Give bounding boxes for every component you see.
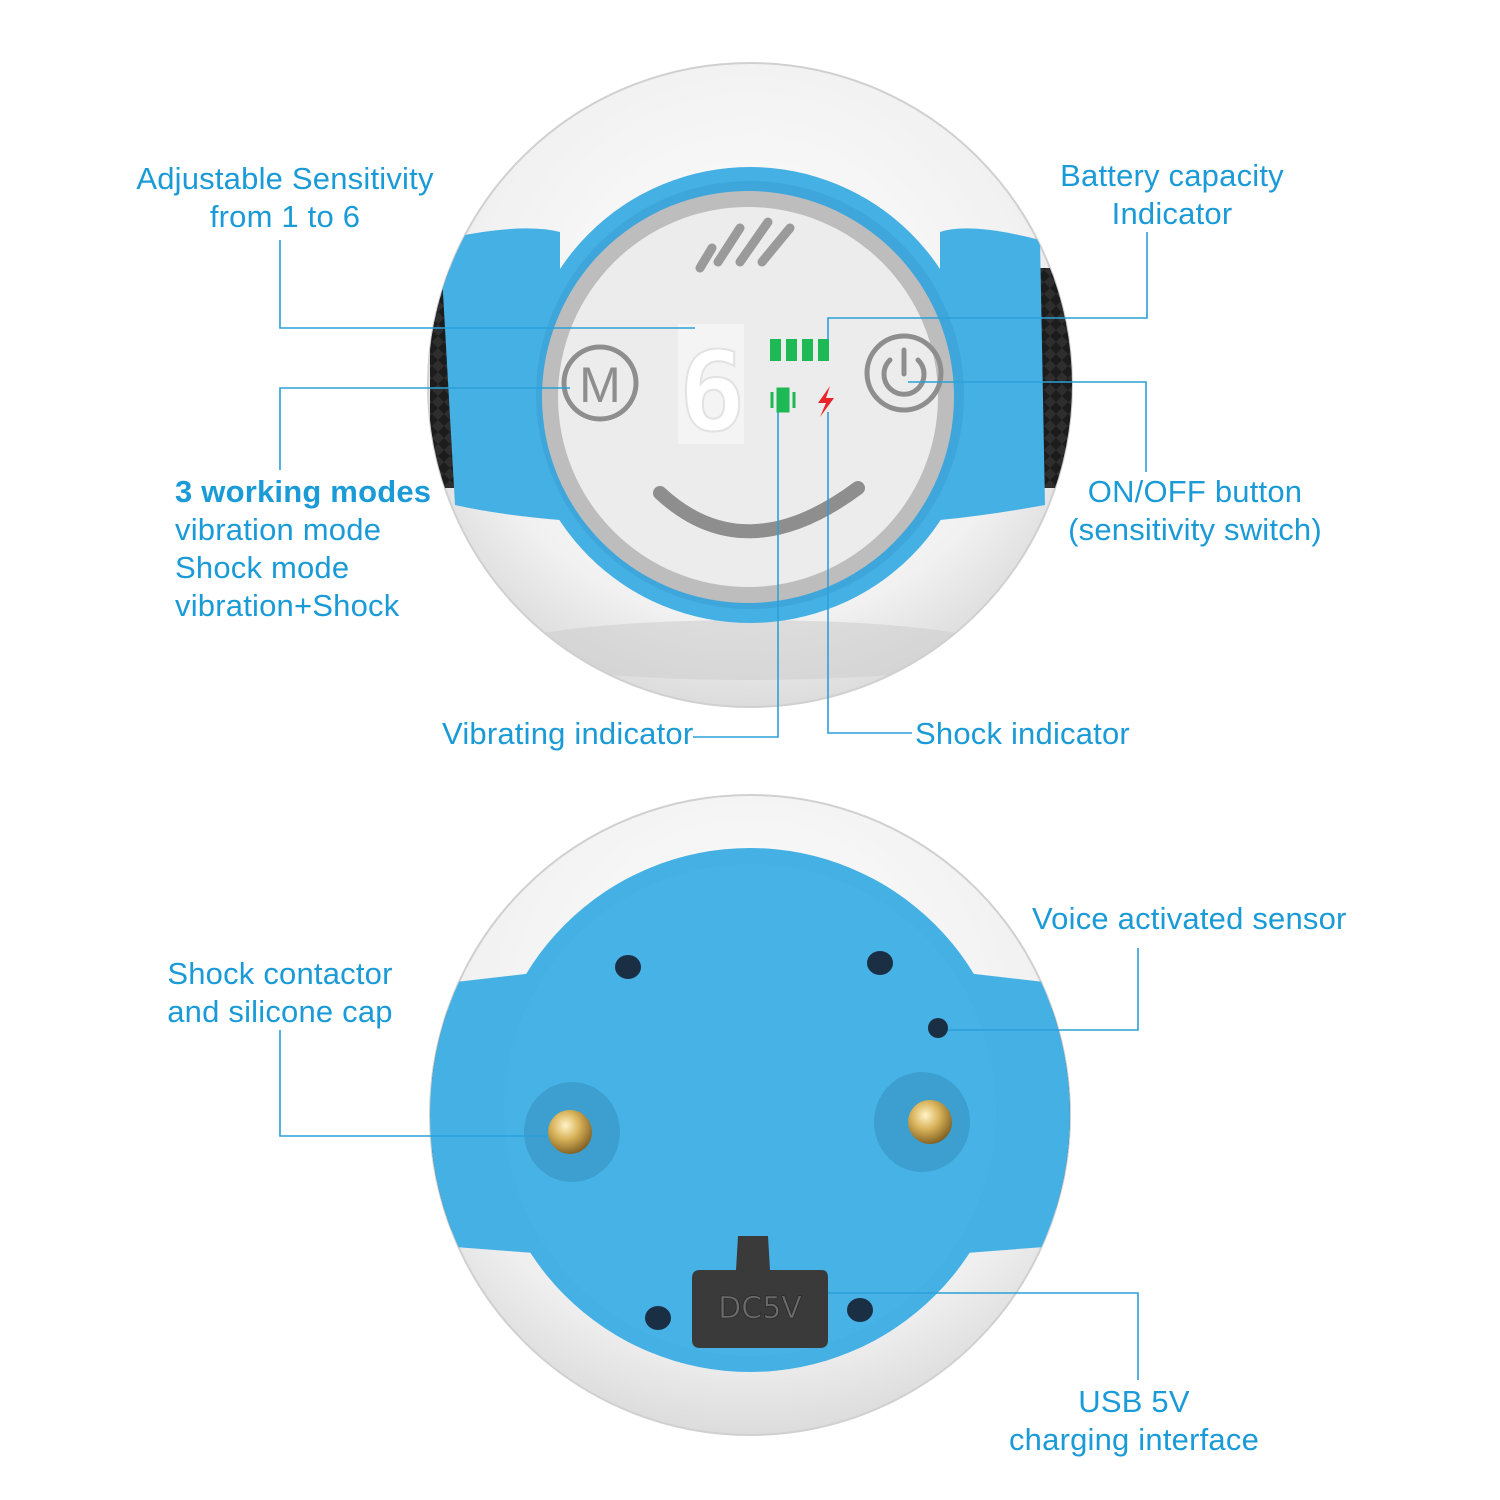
- label-contactor-line2: and silicone cap: [167, 994, 393, 1029]
- label-usb: USB 5V charging interface: [1000, 1383, 1268, 1459]
- leader-sensitivity: [279, 240, 695, 329]
- leader-voice: [948, 948, 1139, 1031]
- battery-bar: [818, 339, 829, 361]
- power-icon: [881, 347, 927, 397]
- vibration-icon: [770, 387, 796, 413]
- label-onoff: ON/OFF button (sensitivity switch): [1050, 473, 1340, 549]
- label-sensitivity: Adjustable Sensitivity from 1 to 6: [130, 160, 440, 236]
- lightning-icon: [818, 386, 834, 417]
- voice-sensor-hole: [928, 1018, 948, 1038]
- mode-button[interactable]: M: [561, 344, 639, 422]
- label-sensitivity-line2: from 1 to 6: [209, 199, 361, 234]
- back-photo: DC5V: [429, 794, 1071, 1436]
- label-battery-line2: Indicator: [1111, 196, 1233, 231]
- leader-shock: [827, 412, 912, 734]
- battery-bar: [786, 339, 797, 361]
- logo-marks: [695, 217, 795, 273]
- label-contactor: Shock contactor and silicone cap: [150, 955, 410, 1031]
- shock-contactor-right: [908, 1100, 952, 1144]
- leader-vibrating: [693, 412, 779, 738]
- mode-button-letter: M: [579, 357, 621, 413]
- label-onoff-line1: ON/OFF button: [1087, 474, 1303, 509]
- leader-lines: [279, 232, 1148, 1380]
- label-contactor-line1: Shock contactor: [167, 956, 393, 991]
- battery-bar: [802, 339, 813, 361]
- label-modes-line1: vibration mode: [175, 512, 382, 547]
- shock-contactor-left: [548, 1110, 592, 1154]
- leader-modes: [279, 387, 570, 470]
- label-modes-line2: Shock mode: [175, 550, 350, 585]
- leader-usb: [828, 1292, 1139, 1380]
- leader-contactor: [279, 1030, 548, 1137]
- label-modes-title: 3 working modes: [175, 474, 432, 509]
- battery-indicator: [770, 339, 829, 361]
- label-battery: Battery capacity Indicator: [1042, 157, 1302, 233]
- label-modes: 3 working modes vibration mode Shock mod…: [175, 473, 431, 625]
- label-shock: Shock indicator: [915, 716, 1130, 751]
- front-photo: M 6: [427, 62, 1073, 708]
- power-button[interactable]: [864, 333, 944, 413]
- label-usb-line1: USB 5V: [1078, 1384, 1190, 1419]
- screw-holes: [615, 951, 893, 1330]
- label-vibrating: Vibrating indicator: [442, 716, 694, 751]
- label-onoff-line2: (sensitivity switch): [1068, 512, 1322, 547]
- label-modes-line3: vibration+Shock: [175, 588, 400, 623]
- label-usb-line2: charging interface: [1008, 1422, 1260, 1457]
- label-voice: Voice activated sensor: [1032, 901, 1347, 936]
- label-battery-line1: Battery capacity: [1060, 158, 1284, 193]
- smile-arc: [653, 481, 865, 539]
- port-label: DC5V: [718, 1291, 802, 1326]
- sensitivity-digit: 6: [679, 328, 745, 456]
- leader-battery: [827, 232, 1148, 340]
- usb-port-cover: DC5V: [692, 1236, 828, 1348]
- leader-onoff: [908, 381, 1147, 472]
- label-sensitivity-line1: Adjustable Sensitivity: [136, 161, 434, 196]
- battery-bar: [770, 339, 781, 361]
